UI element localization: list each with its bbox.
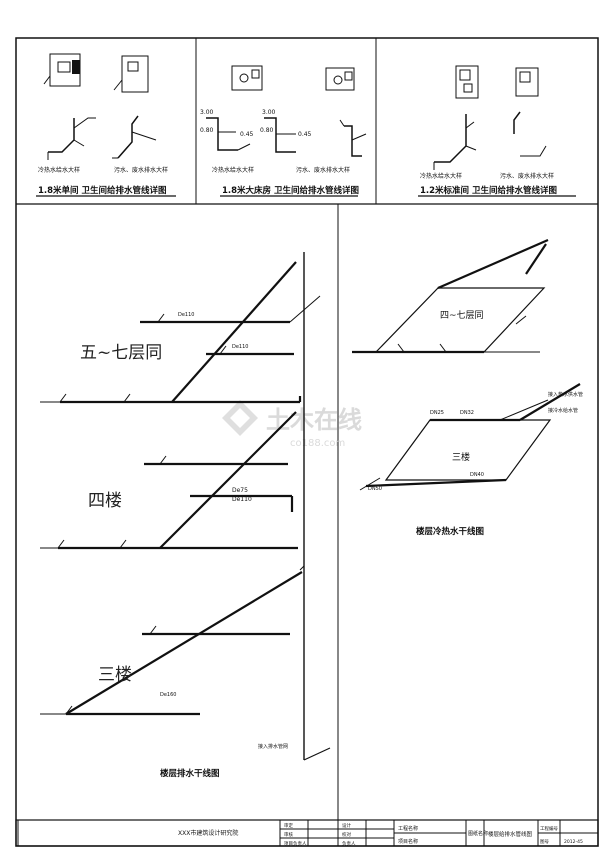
diagram-title: 楼层排水干线图	[160, 768, 220, 779]
pipe-label: DN50	[368, 486, 382, 492]
riser-label: 污水、废水排水大样	[114, 166, 168, 174]
watermark: 土木在线 co188.com	[222, 400, 362, 449]
top-panel-3: 冷热水给水大样 污水、废水排水大样 1.2米标准间 卫生间给排水管线详图	[418, 65, 576, 197]
title-cell: 校对	[342, 831, 351, 838]
pipe-label: De160	[160, 692, 176, 698]
panel-caption: 1.8米大床房 卫生间给排水管线详图	[222, 185, 359, 196]
riser-label: 冷热水给水大样	[212, 166, 254, 174]
pipe-label: De110	[232, 496, 252, 503]
riser-label: 冷热水给水大样	[38, 166, 80, 174]
title-cell: 工程名称	[398, 825, 418, 832]
title-cell: 图纸名称	[468, 830, 488, 837]
drawing-name: 楼层给排水管线图	[488, 830, 533, 838]
annotation-note: 接入排水管网	[258, 743, 288, 750]
plan-sketch	[455, 65, 479, 99]
title-cell: 负责人	[342, 840, 356, 847]
dim-label: 3.00	[262, 109, 276, 116]
pipe-label: DN32	[460, 410, 474, 416]
pipe-label: De110	[232, 344, 248, 350]
annotation-note: 接入热水供水管	[548, 391, 583, 398]
riser-label: 冷热水给水大样	[420, 172, 462, 180]
pipe-label: De75	[232, 487, 248, 494]
floor-label: 三楼	[98, 665, 132, 685]
dim-label: 0.45	[298, 131, 312, 138]
floor-label: 三楼	[452, 451, 470, 463]
title-cell: 项目负责人	[284, 840, 307, 847]
dim-label: 0.45	[240, 131, 254, 138]
floor-label: 四~七层同	[440, 310, 484, 321]
title-cell: 图号	[540, 839, 549, 845]
title-cell: 设计	[342, 822, 351, 829]
watermark-subtext: co188.com	[290, 438, 345, 449]
right-water-diagram: 四~七层同 DN25 DN32 DN40 DN50 三楼 接入热水供水管 接冷水…	[352, 238, 583, 537]
dim-label: 0.80	[260, 127, 274, 134]
panel-caption: 1.2米标准间 卫生间给排水管线详图	[420, 185, 557, 196]
riser-label: 污水、废水排水大样	[500, 172, 554, 180]
plan-sketch	[231, 65, 263, 91]
top-panel-1: 冷热水给水大样 污水、废水排水大样 1.8米单间 卫生间给排水管线详图	[36, 53, 176, 197]
pipe-label: DN40	[470, 472, 484, 478]
dim-label: 3.00	[200, 109, 214, 116]
title-cell: 项目名称	[398, 838, 418, 845]
title-cell: 工程编号	[540, 825, 558, 832]
floor-label: 五~七层同	[80, 343, 162, 363]
left-drainage-diagram: De110 De110 五~七层同 De75 De110 四楼 De160 三楼…	[40, 252, 331, 779]
pipe-label: DN25	[430, 410, 444, 416]
title-cell: 审核	[284, 831, 293, 838]
plan-sketch	[515, 67, 539, 97]
title-block: XXX市建筑设计研究院 审定 审核 项目负责人 设计 校对 负责人 工程名称 项…	[15, 819, 599, 847]
floor-label: 四楼	[88, 491, 122, 511]
riser-label: 污水、废水排水大样	[296, 166, 350, 174]
top-panel-2: 3.00 0.80 0.45 3.00 0.80 0.45 冷热水给水大样 污水…	[200, 65, 367, 197]
drawing-number: 2012-45	[564, 839, 583, 845]
title-cell: 审定	[284, 822, 293, 829]
plan-sketch	[121, 55, 149, 93]
institute-name: XXX市建筑设计研究院	[178, 829, 238, 837]
watermark-text: 土木在线	[266, 406, 362, 434]
diagram-title: 楼层冷热水干线图	[416, 526, 484, 537]
dim-label: 0.80	[200, 127, 214, 134]
plan-sketch	[325, 67, 355, 91]
pipe-label: De110	[178, 312, 194, 318]
annotation-note: 接冷水给水管	[548, 407, 578, 414]
panel-caption: 1.8米单间 卫生间给排水管线详图	[38, 185, 167, 196]
